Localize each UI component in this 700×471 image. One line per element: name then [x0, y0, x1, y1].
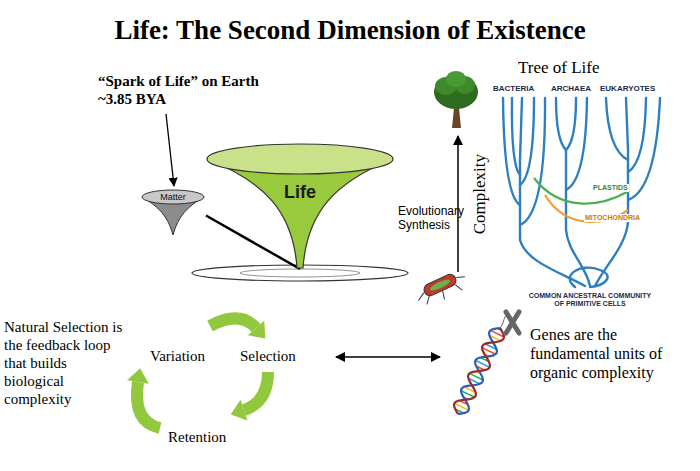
organelle-label: PLASTIDS: [592, 184, 629, 192]
matter-funnel: Matter: [140, 188, 206, 238]
life-funnel: Life: [205, 142, 395, 270]
spark-label: “Spark of Life” on Earth ~3.85 BYA: [98, 72, 268, 108]
organelle-label: MITOCHONDRIA: [584, 214, 641, 222]
axis-label: Complexity: [470, 144, 490, 244]
node-shape: [205, 142, 395, 270]
cycle-step: Selection: [240, 347, 296, 365]
node-label: Matter: [140, 192, 206, 202]
double-arrow: [336, 356, 440, 358]
domain-label: BACTERIA: [493, 84, 534, 94]
chromosome-picture: [506, 312, 519, 333]
bacterium-picture: [414, 269, 470, 310]
cycle-arrows: [127, 318, 268, 428]
cycle-step: Variation: [150, 347, 205, 365]
node-label: Life: [205, 182, 395, 203]
domain-label: EUKARYOTES: [600, 84, 655, 94]
tree-title: Tree of Life: [518, 58, 600, 78]
cycle-step: Retention: [168, 428, 226, 446]
dna-picture: [454, 314, 508, 414]
leader-arrow: [166, 114, 174, 186]
cycle-arrow: [127, 368, 160, 428]
domain-label: ARCHAEA: [551, 84, 591, 94]
note-text: Natural Selection is the feedback loop t…: [4, 318, 124, 408]
root-label: COMMON ANCESTRAL COMMUNITY OF PRIMITIVE …: [525, 292, 655, 309]
cycle-arrow: [210, 318, 265, 338]
cycle-arrow: [231, 372, 268, 420]
tree-picture: [434, 71, 478, 128]
note-text: Genes are the fundamental units of organ…: [530, 325, 694, 383]
tree-of-life-lines: [503, 98, 660, 287]
title: Life: The Second Dimension of Existence: [0, 14, 700, 46]
funnel-base-ring: [240, 269, 360, 277]
